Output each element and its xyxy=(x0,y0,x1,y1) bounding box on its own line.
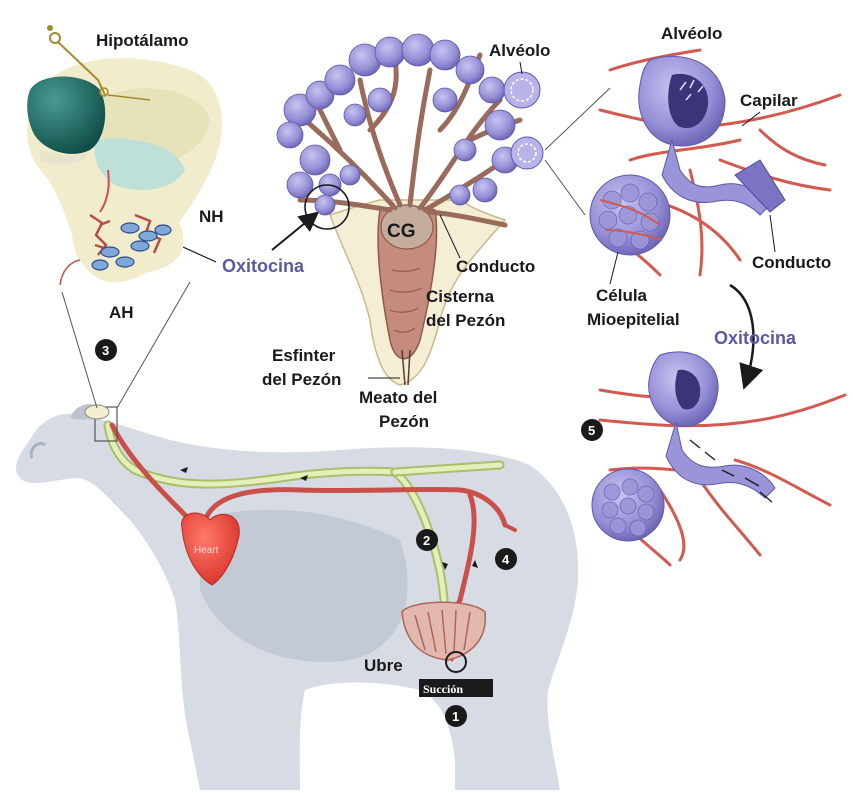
step-badge-3: 3 xyxy=(95,339,117,361)
oxitocina-left-label: Oxitocina xyxy=(222,256,305,276)
conducto-mid-label: Conducto xyxy=(456,257,535,276)
meato-label-2: Pezón xyxy=(379,412,429,431)
alveolus-detail-top xyxy=(590,50,840,275)
cisterna-label-2: del Pezón xyxy=(426,311,505,330)
cg-label: CG xyxy=(387,221,416,242)
alveolo-top-label: Alvéolo xyxy=(489,41,550,60)
hipotalamo-label: Hipotálamo xyxy=(96,31,189,50)
svg-text:1: 1 xyxy=(452,709,459,724)
svg-text:4: 4 xyxy=(502,552,510,567)
alveolus-detail-bottom xyxy=(592,352,845,565)
step-badge-1: 1 xyxy=(445,705,467,727)
meato-label-1: Meato del xyxy=(359,388,437,407)
hypothalamus-inset xyxy=(27,25,222,285)
step-badge-5: 5 xyxy=(581,419,603,441)
oxitocina-right-label: Oxitocina xyxy=(714,328,797,348)
conducto-right-label: Conducto xyxy=(752,253,831,272)
heart-label: Heart xyxy=(194,545,219,556)
succion-label: Succión xyxy=(423,682,463,696)
svg-text:2: 2 xyxy=(423,533,430,548)
alveolo-right-label: Alvéolo xyxy=(661,24,722,43)
svg-text:3: 3 xyxy=(102,343,109,358)
ah-label: AH xyxy=(109,303,134,322)
nh-label: NH xyxy=(199,207,224,226)
capilar-label: Capilar xyxy=(740,91,798,110)
mammary-gland xyxy=(277,34,543,385)
celula-label-1: Célula xyxy=(596,286,648,305)
step-badge-4: 4 xyxy=(495,548,517,570)
esfinter-label-2: del Pezón xyxy=(262,370,341,389)
ubre-label: Ubre xyxy=(364,656,403,675)
step-badge-2: 2 xyxy=(416,529,438,551)
cisterna-label-1: Cisterna xyxy=(426,287,495,306)
svg-text:5: 5 xyxy=(588,423,595,438)
esfinter-label-1: Esfinter xyxy=(272,346,336,365)
celula-label-2: Mioepitelial xyxy=(587,310,680,329)
